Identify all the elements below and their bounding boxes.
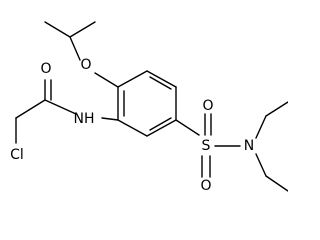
isopropoxy-group [44, 21, 119, 88]
sulfonyl-oxygen-top-label: O [202, 98, 213, 114]
amine-nitrogen-label: N [244, 138, 254, 154]
ether-oxygen-label: O [80, 57, 91, 73]
sulfur-atom-label: S [202, 138, 211, 154]
benzene-ring [117, 70, 177, 137]
amide-nitrogen-label: NH [74, 111, 95, 127]
molecule-diagram: Cl O NH O S O O N [10, 21, 288, 194]
sulfonyl-oxygen-bottom-label: O [200, 178, 211, 194]
amide-oxygen-label: O [40, 61, 51, 77]
chlorine-atom-label: Cl [10, 147, 24, 163]
chloroacetamide-group [15, 79, 119, 144]
diethylsulfamoyl-group [175, 101, 288, 192]
chemical-structure-canvas: Cl O NH O S O O N [10, 21, 288, 194]
